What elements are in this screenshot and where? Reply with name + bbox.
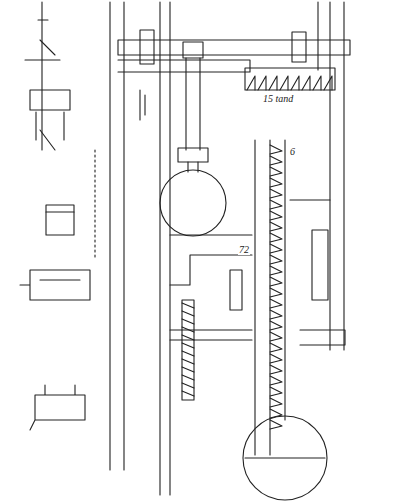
side-view-sketch	[30, 2, 70, 150]
frame-rail	[330, 2, 344, 350]
rack-tooth	[182, 367, 194, 372]
rack-tooth	[270, 343, 282, 352]
rack-tooth	[182, 327, 194, 332]
rack-tooth	[270, 211, 282, 220]
rack-tooth	[270, 420, 282, 429]
rack-tooth	[182, 343, 194, 348]
rack-tooth	[270, 321, 282, 330]
lower-arm	[118, 60, 250, 72]
rack-tooth	[182, 311, 194, 316]
rack-tooth	[324, 76, 332, 90]
pendulum-clamp	[178, 148, 208, 162]
frame-rail	[160, 2, 170, 495]
rack-tooth	[270, 222, 282, 231]
rack-tooth	[270, 288, 282, 297]
detent	[140, 90, 145, 120]
rack-tooth	[182, 359, 194, 364]
link	[290, 200, 345, 345]
weight-wheel	[243, 416, 327, 500]
rack-tooth	[270, 365, 282, 374]
ratchet-slide	[312, 230, 328, 300]
rack-teeth	[247, 76, 332, 90]
rack-tooth	[270, 244, 282, 253]
detail-sketch	[30, 385, 85, 430]
rack-tooth	[270, 354, 282, 363]
rack-tooth	[258, 76, 266, 90]
vertical-rack	[255, 140, 285, 455]
handwritten-note: 6	[289, 146, 296, 157]
detail-square	[46, 211, 74, 212]
rack-tooth	[270, 266, 282, 275]
pendulum-bob	[160, 170, 226, 236]
rack-tooth	[182, 391, 194, 396]
rack-tooth	[247, 76, 255, 90]
detail-sketch	[20, 270, 90, 300]
rack-tooth	[270, 376, 282, 385]
arm-clamp	[292, 32, 306, 62]
rack-tooth	[270, 189, 282, 198]
rack-tooth	[280, 76, 288, 90]
rack-tooth	[270, 200, 282, 209]
rack-tooth	[270, 332, 282, 341]
wheel-axle	[245, 457, 325, 458]
rack-tooth	[270, 145, 282, 154]
rack-tooth	[182, 335, 194, 340]
rack-teeth	[182, 303, 194, 396]
rack-tooth	[302, 76, 310, 90]
rack-tooth	[270, 178, 282, 187]
rack-tooth	[270, 299, 282, 308]
rack-tooth	[270, 387, 282, 396]
rack-tooth	[269, 76, 277, 90]
rack-tooth	[182, 351, 194, 356]
rack-tooth	[270, 310, 282, 319]
rack-tooth	[270, 255, 282, 264]
rack-tooth	[313, 76, 321, 90]
pendulum-pivot	[183, 42, 203, 58]
catch	[230, 270, 242, 310]
side-view-sketch	[25, 40, 60, 150]
upper-arm	[118, 40, 350, 55]
horizontal-rack	[245, 68, 335, 90]
arm-clamp	[140, 30, 154, 64]
small-rack	[182, 300, 194, 400]
rack-tooth	[291, 76, 299, 90]
rack-teeth	[270, 145, 282, 429]
rack-tooth	[270, 398, 282, 407]
rack-tooth	[182, 383, 194, 388]
rack-tooth	[182, 375, 194, 380]
handwritten-note: 15 tand	[262, 93, 294, 104]
note-line	[94, 150, 95, 260]
pendulum-rod	[186, 58, 200, 150]
rack-tooth	[270, 156, 282, 165]
rack-tooth	[270, 167, 282, 176]
handwritten-note: 72	[238, 244, 250, 255]
rack-tooth	[182, 303, 194, 308]
rack-tooth	[270, 233, 282, 242]
rack-tooth	[270, 277, 282, 286]
step-bracket	[170, 235, 252, 285]
frame-rail	[317, 2, 318, 70]
detail-square	[46, 205, 74, 235]
rack-tooth	[182, 319, 194, 324]
